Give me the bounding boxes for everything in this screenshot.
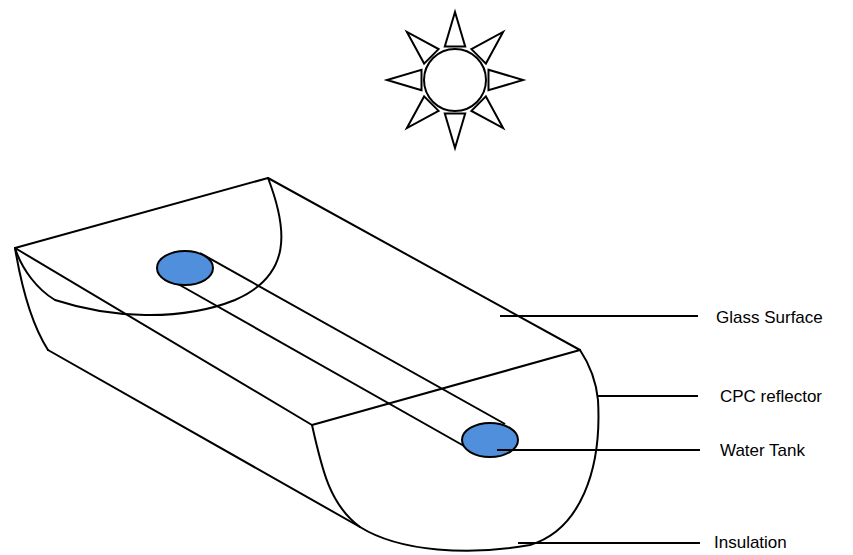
cpc-reflector-end xyxy=(15,178,281,315)
leader-lines xyxy=(497,316,700,543)
leader-line xyxy=(500,315,698,317)
part-label: CPC reflector xyxy=(720,387,822,407)
part-label: Glass Surface xyxy=(716,308,823,328)
leader-line xyxy=(598,395,698,397)
glass-surface xyxy=(15,178,580,425)
trough-body xyxy=(15,178,598,551)
leader-line xyxy=(518,542,700,544)
leader-line xyxy=(497,449,700,451)
part-label: Insulation xyxy=(714,533,787,553)
sun-symbol xyxy=(387,12,523,148)
part-label: Water Tank xyxy=(720,441,805,461)
water-tank-tube xyxy=(157,251,518,457)
